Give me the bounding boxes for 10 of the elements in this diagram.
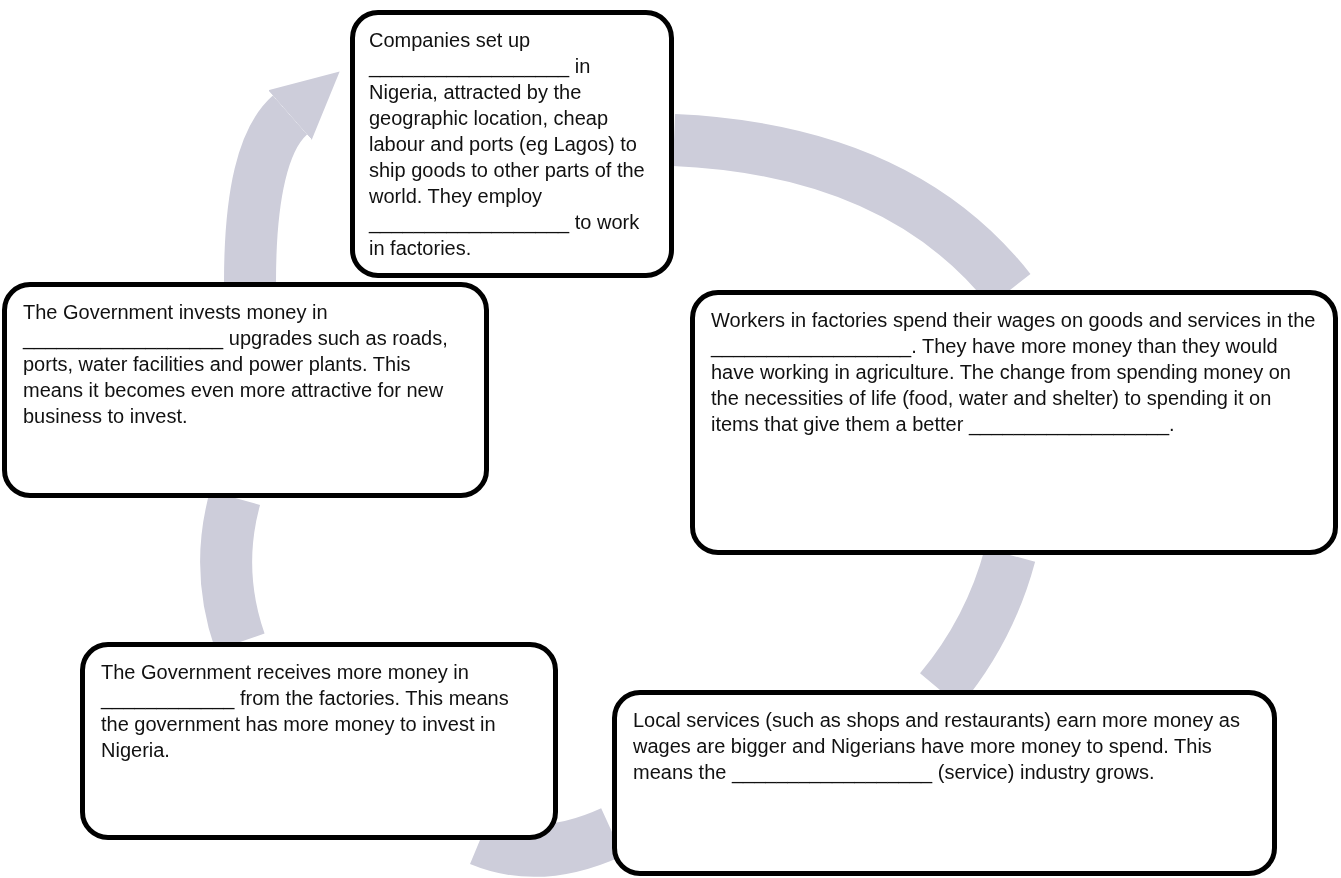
fill-in-text: The Government receives more money in ____________ from the factories. This means the government has more money to invest in Nigeria.: [101, 660, 510, 763]
text-box: [612, 690, 1277, 876]
text-box: [350, 10, 674, 278]
text-box: [690, 290, 1338, 555]
fill-in-text: Companies set up __________________ in Nigeria, attracted by the geographic location, cheap labour and ports (eg Lagos) to ship goods to other parts of the world. They employ __________________ to work in factories.: [369, 28, 646, 261]
fill-in-text: Workers in factories spend their wages on goods and services in the __________________. They have more money than they would have working in agriculture. The change from spending money on the necessities of life (food, water and shelter) to spending it on items that give them a better __________________.: [711, 308, 1317, 437]
text-box: [2, 282, 489, 498]
text-box: [80, 642, 558, 840]
fill-in-text: Local services (such as shops and restaurants) earn more money as wages are bigger and Nigerians have more money to spend. This means the __________________ (service) industry grows.: [633, 708, 1241, 785]
fill-in-text: The Government invests money in __________________ upgrades such as roads, ports, water facilities and power plants. This means it becomes even more attractive for new business to invest.: [23, 300, 449, 429]
